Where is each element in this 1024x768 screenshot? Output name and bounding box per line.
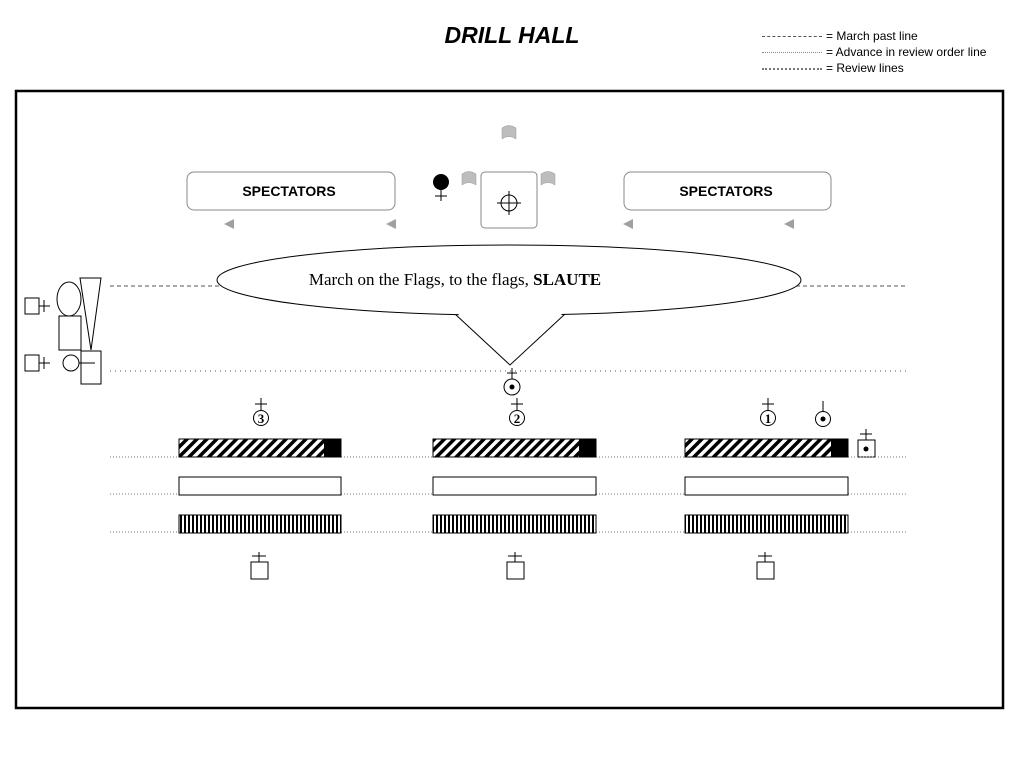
right-marker-icon <box>857 429 876 458</box>
front-rank-squad-3 <box>178 438 342 458</box>
squad-leader-1: 1 <box>760 398 776 426</box>
musician-icon <box>24 354 50 372</box>
bubble-command-emphasis: SLAUTE <box>533 270 601 289</box>
rear-marker-icon <box>250 552 269 580</box>
band-group <box>24 277 102 385</box>
middle-rank-squad-3 <box>178 476 342 496</box>
drum-icon <box>62 354 80 372</box>
legend-review-line <box>762 68 822 70</box>
legend-text: = Advance in review order line <box>826 45 987 59</box>
rear-rank-squad-3 <box>178 514 342 534</box>
bubble-command: March on the Flags, to the flags, <box>309 270 533 289</box>
diagram-title: DRILL HALL <box>444 22 580 48</box>
bass-drum-icon <box>79 277 102 351</box>
squad-number: 2 <box>514 411 521 426</box>
left-triangle-marker <box>224 219 234 229</box>
crosshair-icon <box>497 191 521 215</box>
flag-icon <box>501 125 517 140</box>
squad-number: 1 <box>765 411 772 426</box>
musician-icon <box>24 297 50 315</box>
spectators-left-label: SPECTATORS <box>242 183 335 199</box>
squad-number: 3 <box>258 411 265 426</box>
flag-icon <box>461 171 477 186</box>
spectators-left-box: SPECTATORS <box>186 171 396 211</box>
drum-icon <box>56 281 82 317</box>
drummer-box <box>58 315 82 351</box>
rear-rank-squad-2 <box>432 514 597 534</box>
legend-text: = Review lines <box>826 61 904 75</box>
front-rank-squad-2 <box>432 438 597 458</box>
left-triangle-marker <box>623 219 633 229</box>
front-rank-squad-1 <box>684 438 849 458</box>
legend-text: = March past line <box>826 29 918 43</box>
left-triangle-marker <box>784 219 794 229</box>
speech-bubble: March on the Flags, to the flags, SLAUTE <box>216 244 802 366</box>
middle-rank-squad-1 <box>684 476 849 496</box>
legend-dashed-line <box>762 36 822 37</box>
hall-border <box>14 89 1005 710</box>
flag-icon <box>540 171 556 186</box>
squad-leader-3: 3 <box>253 398 269 426</box>
spectators-right-label: SPECTATORS <box>679 183 772 199</box>
bubble-text: March on the Flags, to the flags, SLAUTE <box>309 270 601 289</box>
second-in-command-icon <box>815 401 831 427</box>
legend-dotted-line <box>762 52 822 53</box>
squad-leader-2: 2 <box>509 398 525 426</box>
rear-marker-icon <box>506 552 525 580</box>
dais-box <box>480 171 538 229</box>
left-triangle-marker <box>386 219 396 229</box>
reviewing-officer-icon <box>433 174 449 201</box>
middle-rank-squad-2 <box>432 476 597 496</box>
rear-marker-icon <box>756 552 775 580</box>
drummer-box <box>80 350 102 385</box>
rear-rank-squad-1 <box>684 514 849 534</box>
spectators-right-box: SPECTATORS <box>623 171 832 211</box>
parade-commander-icon <box>503 368 521 396</box>
